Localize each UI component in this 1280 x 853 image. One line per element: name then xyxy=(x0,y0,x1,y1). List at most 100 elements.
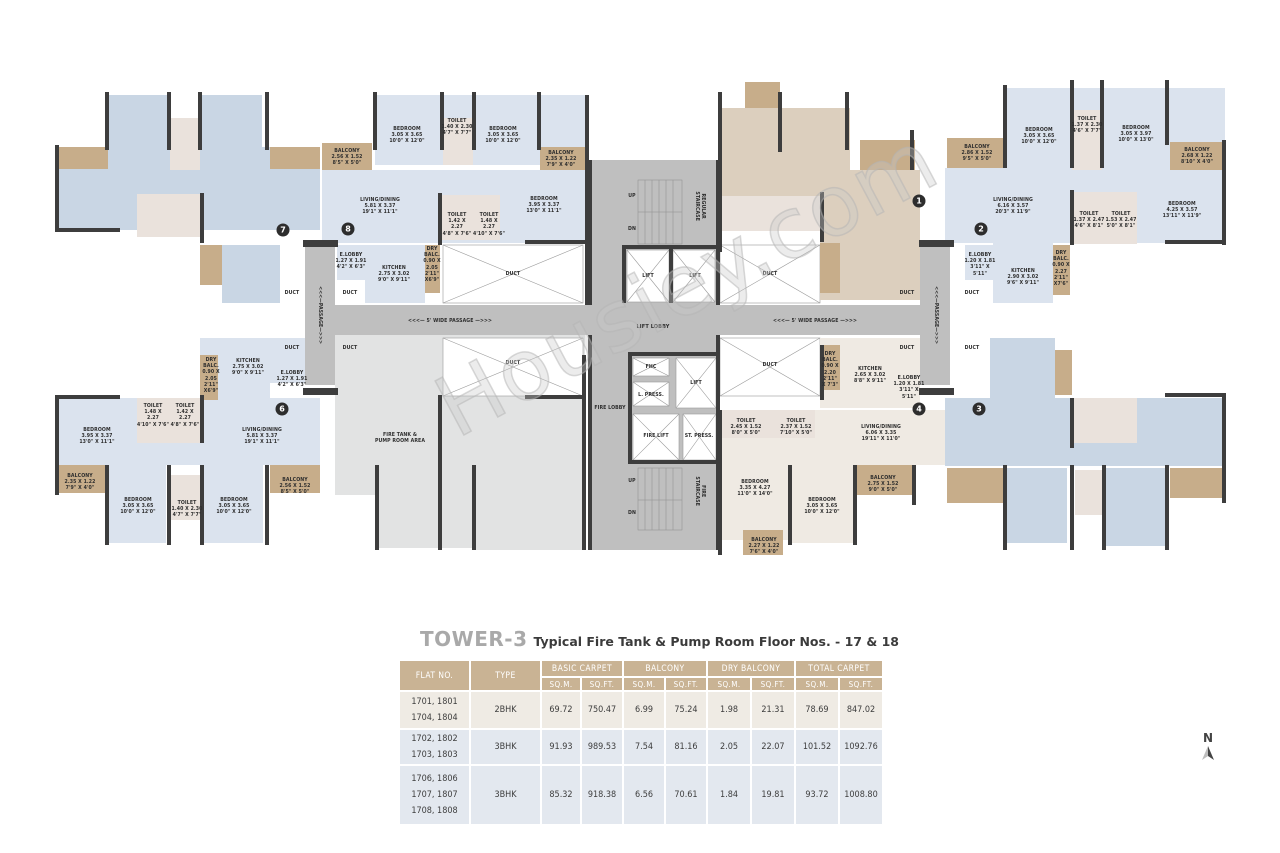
stair-up-label: UP xyxy=(628,478,636,484)
north-indicator: N xyxy=(1200,731,1216,765)
duct-label: DUCT xyxy=(342,290,358,296)
header-dry-balcony: DRY BALCONY xyxy=(708,661,794,676)
header-total-carpet: TOTAL CARPET xyxy=(796,661,882,676)
floor-subtitle: Typical Fire Tank & Pump Room Floor Nos.… xyxy=(533,634,899,649)
duct-label: DUCT xyxy=(284,290,300,296)
dry-balcony-sqm: 1.84 xyxy=(708,766,750,824)
unit-number-badge: 2 xyxy=(974,222,988,236)
header-flat-no: FLAT NO. xyxy=(400,661,469,690)
regular-staircase-label: REGULAR STAIRCASE xyxy=(694,191,707,221)
stair-down-label: DN xyxy=(628,510,636,516)
unit-4 xyxy=(720,338,945,555)
l-press-label: L. PRESS. xyxy=(638,392,664,398)
total-carpet-sqm: 78.69 xyxy=(796,692,838,728)
flat-type: 3BHK xyxy=(471,730,540,764)
fire-tank-label: FIRE TANK & PUMP ROOM AREA xyxy=(374,432,426,445)
lift-label: LIFT xyxy=(690,380,702,386)
dry-balcony-sqm: 2.05 xyxy=(708,730,750,764)
lift-lobby-label: LIFT LOBBY xyxy=(636,324,670,330)
dry-balcony-sqm: 1.98 xyxy=(708,692,750,728)
total-carpet-sqft: 847.02 xyxy=(840,692,882,728)
passage-label: <<<— 5' WIDE PASSAGE —>>> xyxy=(772,318,858,324)
duct-label: DUCT xyxy=(505,271,521,277)
header-sqm: SQ.M. xyxy=(708,678,750,690)
duct-label: DUCT xyxy=(505,360,521,366)
stair-up-label: UP xyxy=(628,193,636,199)
stair-down-label: DN xyxy=(628,226,636,232)
header-sqm: SQ.M. xyxy=(542,678,580,690)
unit-3 xyxy=(945,338,1225,546)
ducts xyxy=(442,244,821,461)
basic-carpet-sqft: 918.38 xyxy=(582,766,622,824)
balcony-sqm: 7.54 xyxy=(624,730,664,764)
balcony-sqft: 81.16 xyxy=(666,730,706,764)
duct-label: DUCT xyxy=(899,290,915,296)
floor-plan: LIFT LOBBY LIFT LIFT LIFT FHC L. PRESS. … xyxy=(55,80,1226,556)
header-balcony: BALCONY xyxy=(624,661,706,676)
unit-2 xyxy=(945,88,1225,303)
basic-carpet-sqft: 750.47 xyxy=(582,692,622,728)
unit-number-badge: 3 xyxy=(972,402,986,416)
passage-label: <<<— 5' WIDE PASSAGE —>>> xyxy=(407,318,493,324)
header-sqft: SQ.FT. xyxy=(666,678,706,690)
duct-label: DUCT xyxy=(964,290,980,296)
total-carpet-sqm: 101.52 xyxy=(796,730,838,764)
balcony-sqm: 6.56 xyxy=(624,766,664,824)
north-arrow-icon xyxy=(1202,746,1214,760)
dry-balcony-sqft: 21.31 xyxy=(752,692,794,728)
total-carpet-sqft: 1092.76 xyxy=(840,730,882,764)
walls xyxy=(55,80,1226,555)
header-sqft: SQ.FT. xyxy=(582,678,622,690)
duct-label: DUCT xyxy=(762,362,778,368)
passage-label: <<<—PASSAGE—>>> xyxy=(317,286,324,345)
dry-balcony-sqft: 22.07 xyxy=(752,730,794,764)
balcony-sqft: 75.24 xyxy=(666,692,706,728)
plan-title: TOWER-3 Typical Fire Tank & Pump Room Fl… xyxy=(420,627,899,651)
dry-balcony-sqft: 19.81 xyxy=(752,766,794,824)
fire-staircase-label: FIRE STAIRCASE xyxy=(694,476,707,506)
unit-number-badge: 6 xyxy=(275,402,289,416)
duct-label: DUCT xyxy=(284,345,300,351)
fhc-label: FHC xyxy=(645,364,657,370)
duct-label: DUCT xyxy=(899,345,915,351)
header-sqm: SQ.M. xyxy=(624,678,664,690)
balcony-sqft: 70.61 xyxy=(666,766,706,824)
header-basic-carpet: BASIC CARPET xyxy=(542,661,622,676)
north-label: N xyxy=(1202,731,1214,745)
